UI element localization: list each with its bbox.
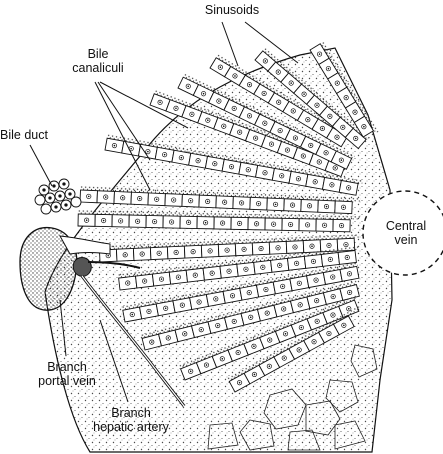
label-branch-hepatic-artery: Branch hepatic artery: [93, 406, 169, 434]
hepatocyte-plate: [77, 210, 361, 233]
label-branch-portal-vein: Branch portal vein: [38, 360, 96, 388]
hepatocyte-plate: [122, 262, 360, 323]
label-bile-duct: Bile duct: [0, 128, 48, 142]
leader-lines: [29, 21, 299, 403]
label-bile-canaliculi: Bile canaliculi: [72, 47, 124, 75]
central-vein-outline: [362, 190, 443, 276]
tissue-cells: [207, 344, 378, 451]
portal-triad: [19, 178, 186, 407]
hepatocyte-plate: [227, 305, 361, 393]
hepatocyte-plate: [309, 41, 379, 138]
label-sinusoids: Sinusoids: [204, 3, 260, 17]
bile-duct-cluster: [34, 178, 82, 215]
label-central-vein: Central vein: [385, 219, 427, 247]
hepatocyte-plate: [179, 295, 360, 381]
hepatocyte-plate: [118, 246, 359, 291]
hepatocyte-plate: [209, 54, 364, 148]
hepatocyte-plate: [104, 134, 363, 196]
hepatocyte-plate: [79, 186, 361, 215]
portal-vein-branch: [59, 235, 111, 255]
hepatocyte-plate: [141, 280, 360, 351]
hepatic-artery: [72, 257, 92, 277]
hepatocyte-plate: [98, 234, 360, 263]
hepatocyte-plate: [177, 73, 355, 170]
hepatocyte-plates: [77, 41, 379, 393]
hepatocyte-plate: [254, 47, 371, 150]
